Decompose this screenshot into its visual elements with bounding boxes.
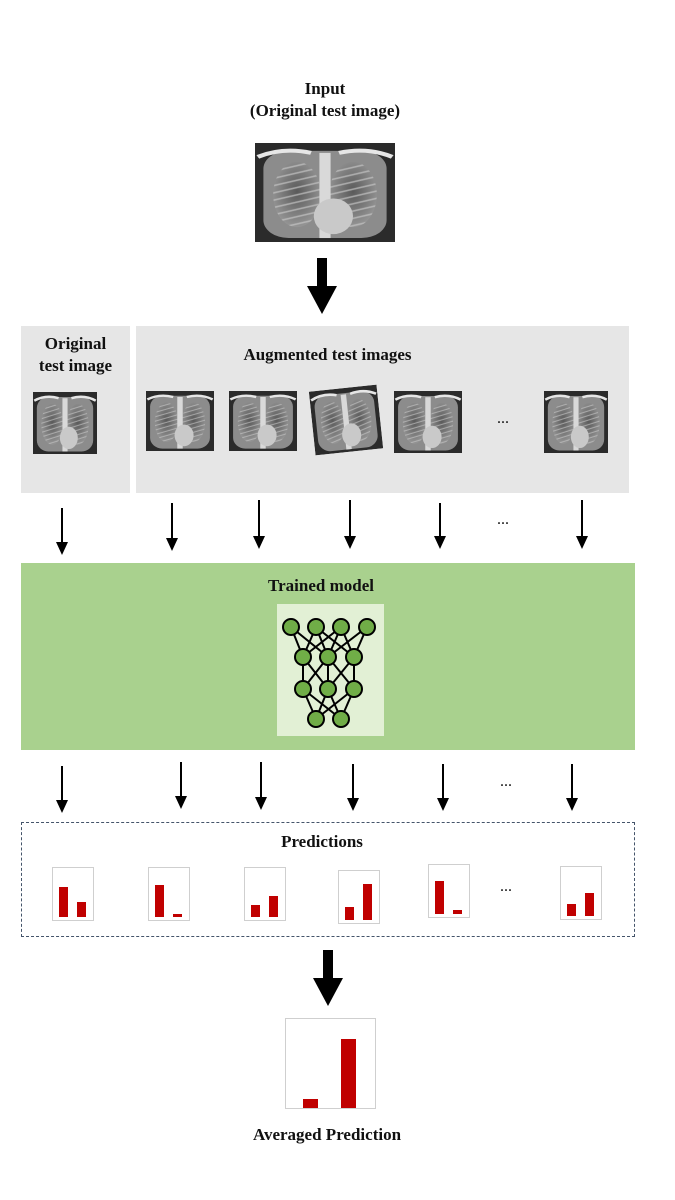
input-title: Input (Original test image) — [200, 78, 450, 122]
augmented-xray-thumbnail — [544, 391, 608, 453]
down-arrow-large — [307, 258, 337, 314]
augmented-xray-thumbnail — [229, 391, 297, 451]
prediction-chart — [428, 864, 470, 918]
prediction-chart — [244, 867, 286, 921]
augmented-images-panel: Augmented test images ... — [136, 326, 629, 493]
predictions-title: Predictions — [281, 832, 363, 851]
prediction-bar — [173, 914, 182, 917]
prediction-bar — [585, 893, 594, 916]
arrows-out-of-model — [56, 762, 578, 813]
averaged-prediction-title: Averaged Prediction — [252, 1125, 402, 1144]
augmented-xray-thumbnail — [146, 391, 214, 451]
trained-model-title: Trained model — [268, 576, 374, 595]
predictions-panel: Predictions ... — [21, 822, 635, 937]
arrows-ellipsis-bottom: ... — [500, 773, 512, 790]
averaged-prediction-chart — [285, 1018, 376, 1109]
augmented-ellipsis: ... — [497, 410, 509, 427]
prediction-bar — [269, 896, 278, 917]
original-panel-title-line1: Original — [44, 334, 107, 353]
averaged-prediction-bar — [341, 1039, 356, 1108]
prediction-bar — [251, 905, 260, 917]
prediction-bar — [59, 887, 68, 917]
prediction-chart — [52, 867, 94, 921]
input-title-line2: (Original test image) — [249, 101, 401, 120]
predictions-ellipsis: ... — [500, 878, 512, 895]
augmented-panel-title: Augmented test images — [243, 345, 412, 364]
input-title-line1: Input — [304, 79, 346, 98]
prediction-chart — [148, 867, 190, 921]
prediction-chart — [338, 870, 380, 924]
neural-network-icon — [277, 604, 384, 736]
augmented-xray-thumbnail — [308, 384, 384, 456]
arrows-into-model — [56, 500, 588, 555]
prediction-bar — [453, 910, 462, 914]
arrows-ellipsis-top: ... — [497, 511, 509, 528]
original-xray-thumbnail — [33, 392, 97, 454]
trained-model-panel: Trained model — [21, 563, 635, 750]
original-image-panel: Original test image — [21, 326, 130, 493]
down-arrow-large — [313, 950, 343, 1006]
original-panel-title-line2: test image — [38, 356, 113, 375]
prediction-bar — [345, 907, 354, 920]
original-panel-title: Original test image — [21, 333, 130, 377]
prediction-bar — [77, 902, 86, 917]
augmented-xray-thumbnail — [394, 391, 462, 453]
prediction-bar — [567, 904, 576, 916]
prediction-bar — [435, 881, 444, 914]
prediction-chart — [560, 866, 602, 920]
input-xray-image — [255, 143, 395, 242]
averaged-prediction-bar — [303, 1099, 318, 1108]
prediction-bar — [363, 884, 372, 920]
prediction-bar — [155, 885, 164, 917]
